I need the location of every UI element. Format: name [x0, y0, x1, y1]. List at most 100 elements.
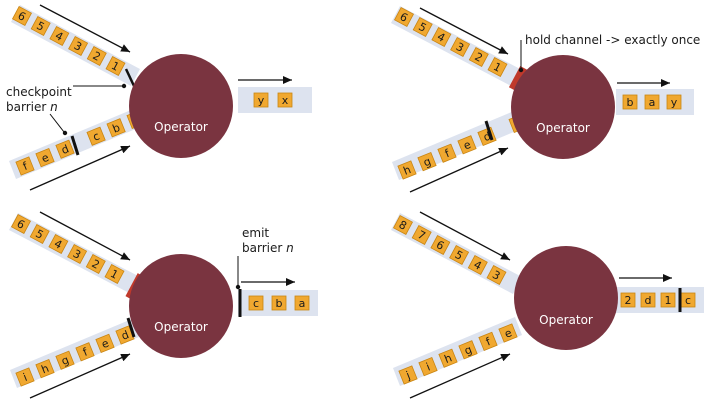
annotation-line1: checkpoint [6, 85, 72, 99]
record-box-bg [29, 223, 50, 245]
record-box-bg [644, 94, 660, 110]
record-label: 1 [665, 294, 672, 307]
annotation-n: n [286, 241, 294, 255]
record-box: c [86, 126, 106, 146]
record-box-bg [411, 224, 432, 246]
input-arrow-bottom [409, 147, 509, 193]
record-label: e [40, 151, 51, 166]
record-label: e [100, 336, 111, 351]
record-box-bg [104, 263, 125, 285]
record-box: h [397, 160, 417, 180]
record-label: x [282, 94, 289, 107]
record-box-bg [68, 35, 89, 57]
record-box-bg [431, 26, 452, 48]
record-box: 6 [11, 5, 33, 27]
annotation-dot [235, 284, 241, 290]
record-box-bg [468, 46, 489, 68]
annotation-dot-top [121, 83, 127, 89]
record-box-bg [55, 139, 75, 159]
record-label: d [645, 294, 652, 307]
record-box: f [437, 143, 457, 163]
record-label: e [462, 138, 473, 153]
record-box: 5 [29, 223, 50, 245]
record-label: a [299, 297, 306, 310]
record-box-bg [478, 331, 498, 352]
record-box: h [438, 348, 458, 368]
record-box: e [95, 333, 115, 354]
checkpoint-barrier [70, 135, 80, 156]
record-box-bg [458, 340, 478, 360]
record-box: 7 [411, 224, 432, 246]
record-box-bg [86, 45, 107, 67]
record-label: a [649, 96, 656, 109]
annotation-leader-bottom [49, 113, 65, 133]
record-box-bg [30, 15, 51, 37]
record-box: 2 [86, 45, 107, 67]
record-box: 6 [10, 213, 32, 235]
record-box-bg [392, 214, 414, 236]
record-box-bg [277, 92, 293, 108]
record-box: 1 [487, 56, 508, 78]
record-box-bg [35, 358, 55, 379]
record-box: 3 [67, 243, 88, 265]
record-box: 8 [392, 214, 414, 236]
record-label: c [91, 130, 101, 144]
operator-label: Operator [154, 120, 208, 134]
annotation-line2: barrier [242, 241, 282, 255]
record-box-bg [271, 295, 287, 311]
record-label: i [21, 371, 29, 384]
record-box-bg [398, 365, 418, 385]
barrier-at-operator [126, 317, 136, 338]
record-box-bg [15, 156, 35, 176]
record-label: j [403, 369, 412, 383]
record-box-bg [397, 160, 417, 180]
record-box: d [640, 292, 656, 308]
record-box: 3 [450, 36, 471, 58]
record-box-bg [35, 147, 55, 168]
record-box-bg [640, 292, 656, 308]
checkpoint-barrier [484, 120, 494, 141]
record-box: b [106, 118, 126, 138]
record-label: g [422, 155, 433, 170]
record-box: 4 [48, 233, 69, 255]
record-label: h [402, 163, 413, 178]
record-box-bg [75, 342, 95, 362]
record-box: 4 [49, 25, 70, 47]
record-label: f [21, 159, 31, 173]
record-label: d [482, 130, 493, 145]
record-box: 5 [449, 244, 470, 266]
operator-node [129, 254, 233, 358]
record-box-bg [477, 126, 497, 147]
annotation-dot [518, 67, 524, 73]
emit-barrier-annotation: emit barrier n [235, 226, 294, 290]
record-box: f [15, 156, 35, 176]
record-box: 2 [620, 292, 636, 308]
record-box: 5 [412, 16, 433, 38]
record-label: y [671, 96, 678, 109]
record-box-bg [417, 151, 437, 172]
record-box: x [277, 92, 293, 108]
record-box: 3 [486, 264, 507, 286]
record-box-bg [253, 92, 269, 108]
record-label: d [60, 142, 71, 157]
record-box-bg [438, 348, 458, 368]
record-label: c [253, 297, 259, 310]
record-box-bg [467, 254, 488, 276]
input-arrow-top [39, 211, 131, 261]
